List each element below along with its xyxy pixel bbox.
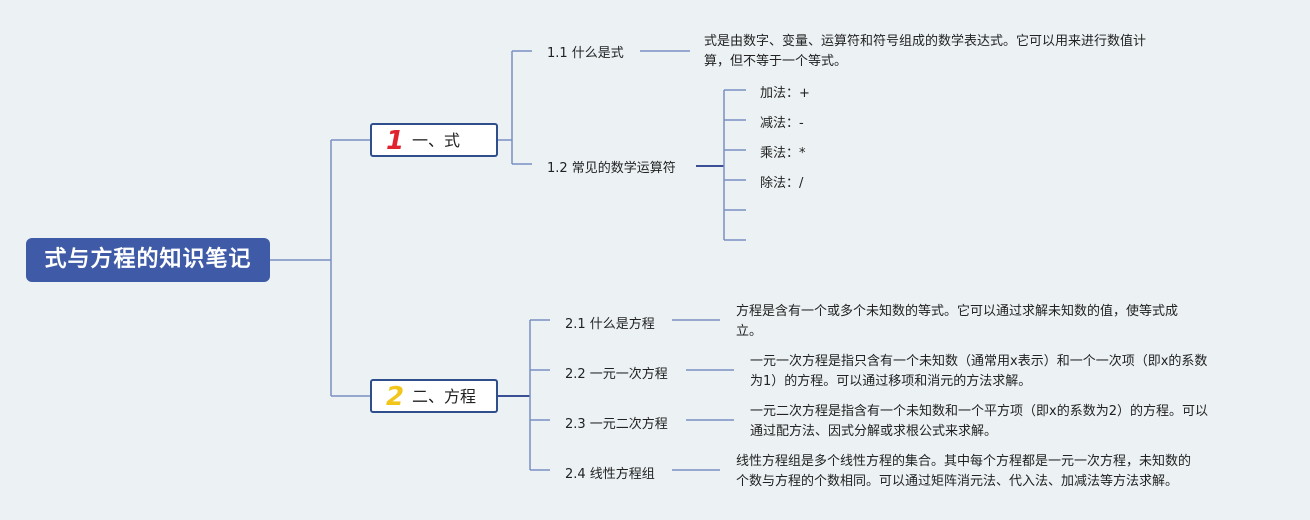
operator-item[interactable]: 除法：/ [760,176,804,191]
description-2-2-line-1: 一元一次方程是指只含有一个未知数（通常用x表示）和一个一次项（即x的系数 [750,354,1208,369]
branch-topic-1[interactable]: 1 一、式 [370,123,498,157]
description-1-1-line-2: 算，但不等于一个等式。 [704,54,848,69]
description-2-1[interactable]: 方程是含有一个或多个未知数的等式。它可以通过求解未知数的值，使等式成 立。 [736,302,1178,342]
description-2-2-line-2: 为1）的方程。可以通过移项和消元的方法求解。 [750,374,1032,389]
root-topic[interactable]: 式与方程的知识笔记 [26,238,270,282]
subtopic-2-2[interactable]: 2.2 一元一次方程 [565,367,668,382]
subtopic-2-1[interactable]: 2.1 什么是方程 [565,317,655,332]
branch-number-2-icon: 2 [385,381,405,412]
branch-number-1-icon: 1 [385,125,405,156]
subtopic-2-4[interactable]: 2.4 线性方程组 [565,467,655,482]
subtopic-1-2[interactable]: 1.2 常见的数学运算符 [547,161,676,176]
description-2-1-line-2: 立。 [736,324,763,339]
description-2-2[interactable]: 一元一次方程是指只含有一个未知数（通常用x表示）和一个一次项（即x的系数 为1）… [750,352,1207,392]
description-2-4-line-2: 个数与方程的个数相同。可以通过矩阵消元法、代入法、加减法等方法求解。 [736,474,1179,489]
description-2-4[interactable]: 线性方程组是多个线性方程的集合。其中每个方程都是一元一次方程，未知数的 个数与方… [736,452,1191,492]
description-2-4-line-1: 线性方程组是多个线性方程的集合。其中每个方程都是一元一次方程，未知数的 [736,454,1192,469]
subtopic-2-3[interactable]: 2.3 一元二次方程 [565,417,668,432]
branch-label-2: 二、方程 [412,386,477,406]
operator-item[interactable]: 加法：+ [760,86,810,101]
operator-item[interactable]: 减法：- [760,116,804,131]
description-1-1[interactable]: 式是由数字、变量、运算符和符号组成的数学表达式。它可以用来进行数值计 算，但不等… [704,32,1146,72]
description-2-3[interactable]: 一元二次方程是指含有一个未知数和一个平方项（即x的系数为2）的方程。可以 通过配… [750,402,1208,442]
description-1-1-line-1: 式是由数字、变量、运算符和符号组成的数学表达式。它可以用来进行数值计 [704,34,1147,49]
branch-topic-2[interactable]: 2 二、方程 [370,379,498,413]
description-2-3-line-1: 一元二次方程是指含有一个未知数和一个平方项（即x的系数为2）的方程。可以 [750,404,1208,419]
branch-label-1: 一、式 [412,130,461,150]
description-2-1-line-1: 方程是含有一个或多个未知数的等式。它可以通过求解未知数的值，使等式成 [736,304,1179,319]
subtopic-1-1[interactable]: 1.1 什么是式 [547,46,624,61]
description-2-3-line-2: 通过配方法、因式分解或求根公式来求解。 [750,424,998,439]
operator-item[interactable]: 乘法：* [760,146,806,161]
